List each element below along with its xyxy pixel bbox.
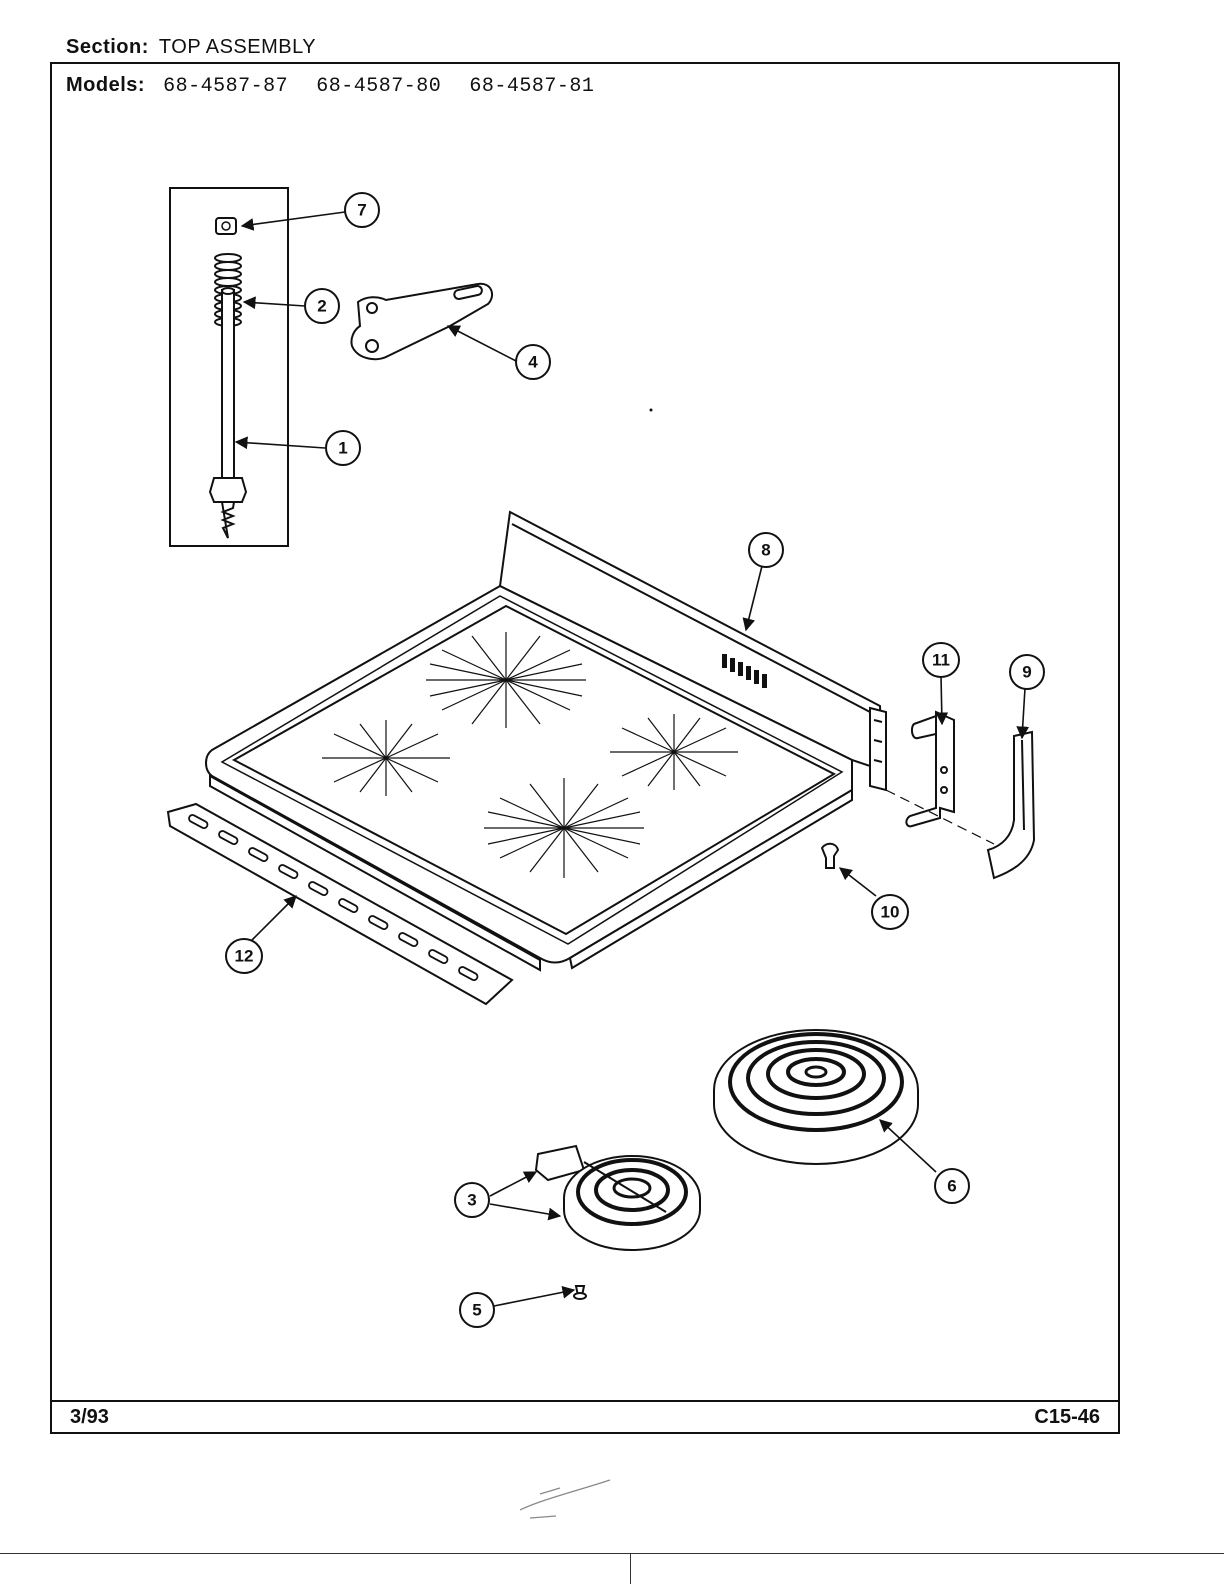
callout-7: 7 [344, 192, 380, 228]
section-value: TOP ASSEMBLY [158, 36, 317, 58]
page-code: C15-46 [1034, 1406, 1100, 1428]
callout-5: 5 [459, 1292, 495, 1328]
section-line: Section: TOP ASSEMBLY [66, 36, 316, 59]
revision-date: 3/93 [70, 1406, 109, 1428]
screw-part [573, 1285, 587, 1300]
callout-number: 1 [338, 439, 347, 458]
side-trim-part [986, 730, 1036, 880]
diagram-frame [50, 62, 1120, 1434]
callout-number: 8 [761, 541, 770, 560]
front-trim-part [166, 802, 514, 1006]
nut-part [215, 217, 237, 235]
callout-number: 10 [881, 903, 900, 922]
callout-number: 7 [357, 201, 366, 220]
callout-2: 2 [304, 288, 340, 324]
section-label: Section: [66, 36, 149, 58]
callout-number: 3 [467, 1191, 476, 1210]
models-label: Models: [66, 74, 146, 96]
callout-3: 3 [454, 1182, 490, 1218]
clip-part [820, 842, 840, 869]
hinge-bracket-part [905, 710, 955, 828]
leveling-bolt-part [208, 287, 248, 539]
page-bottom-rule [0, 1553, 1224, 1554]
bracket-part [350, 282, 494, 361]
scan-speck [649, 408, 653, 412]
callout-4: 4 [515, 344, 551, 380]
callout-1: 1 [325, 430, 361, 466]
callout-8: 8 [748, 532, 784, 568]
burner-pattern-front-right [484, 778, 644, 878]
callout-number: 2 [317, 297, 326, 316]
callout-9: 9 [1009, 654, 1045, 690]
callout-number: 6 [947, 1177, 956, 1196]
burner-pattern-back-right [610, 714, 738, 790]
callout-11: 11 [922, 642, 960, 678]
model-number: 68-4587-87 [163, 75, 289, 98]
burner-pattern-back-left [426, 632, 586, 728]
models-line: Models: 68-4587-87 68-4587-80 68-4587-81 [66, 74, 616, 98]
footer-rule [50, 1400, 1120, 1402]
model-number: 68-4587-81 [469, 75, 595, 98]
cooktop-top-part [205, 510, 887, 972]
callout-10: 10 [871, 894, 909, 930]
callout-12: 12 [225, 938, 263, 974]
small-surface-element-part [534, 1144, 701, 1252]
callout-number: 9 [1022, 663, 1031, 682]
page-bottom-tick [630, 1553, 631, 1584]
large-surface-element-part [713, 1029, 919, 1166]
callout-number: 12 [235, 947, 254, 966]
burner-pattern-front-left [322, 720, 450, 796]
callout-number: 11 [932, 651, 950, 670]
callout-number: 4 [528, 353, 538, 372]
callout-number: 5 [472, 1301, 481, 1320]
leveling-parts-inset [169, 187, 289, 547]
leader-lines [234, 211, 1030, 1307]
scan-smudge [519, 1479, 611, 1519]
callout-6: 6 [934, 1168, 970, 1204]
model-number: 68-4587-80 [316, 75, 442, 98]
